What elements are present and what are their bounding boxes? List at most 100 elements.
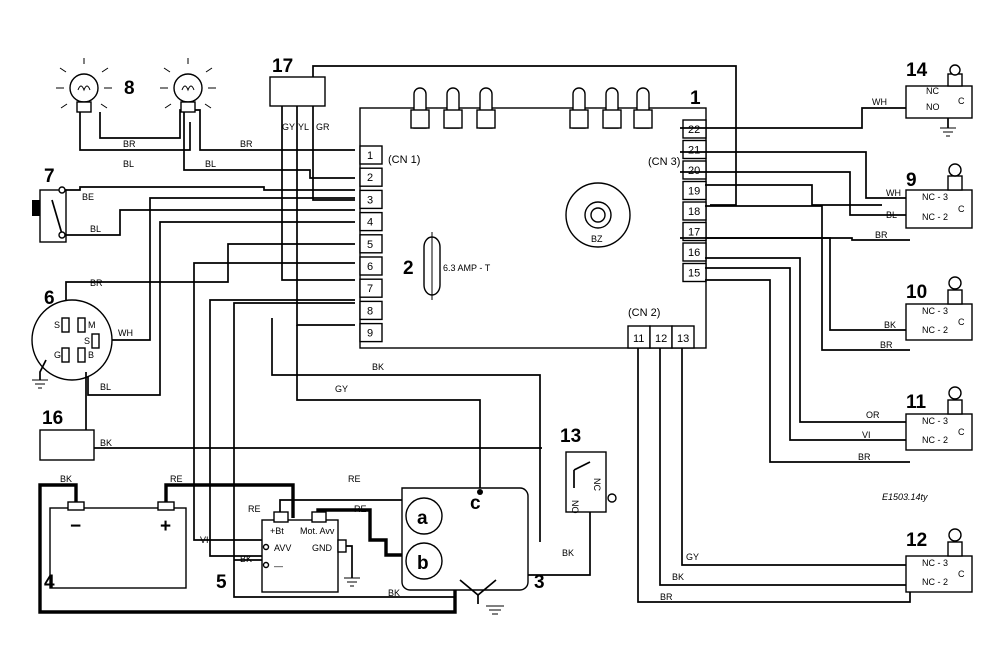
cn1-pin-label: 3 (367, 194, 373, 206)
wire-label-bk-2: BK (100, 438, 112, 448)
switch-13-number: 13 (560, 426, 581, 447)
cn2-pin-label: 12 (655, 333, 667, 345)
cn1-pin-box (359, 234, 383, 254)
wire-label-gr-17: GR (316, 122, 330, 132)
cn1-pin-label: 1 (367, 150, 373, 162)
cn1-pin-label: 7 (367, 283, 373, 295)
wire-label-bk-6: BK (562, 548, 574, 558)
wire-label-bk-8: BK (672, 572, 684, 582)
wire-label-re-2: RE (348, 474, 361, 484)
cn1-pin-box (359, 211, 383, 232)
switch-12-nc2: NC - 2 (922, 577, 948, 587)
wire-label-vi-2: VI (862, 430, 871, 440)
wire-label-re-3: RE (248, 504, 261, 514)
wire-label-bk-5: BK (388, 588, 400, 598)
fuse-number: 2 (403, 258, 414, 279)
buzzer-label: BZ (591, 234, 603, 244)
cn1-pin-label: 9 (367, 328, 373, 340)
switch-10-nc3: NC - 3 (922, 306, 948, 316)
unit-16-number: 16 (42, 408, 63, 429)
cn1-pin-box (359, 256, 383, 276)
switch-12: NC - 3 NC - 2 C 12 (905, 528, 973, 593)
cn3-pin-label: 19 (688, 186, 700, 198)
switch-13-no: NO (570, 500, 580, 514)
wire-label-br-1: BR (123, 139, 136, 149)
cn2-pin-label: 13 (677, 333, 689, 345)
cn3-pin-box (682, 160, 707, 180)
wire-label-vi-1: VI (200, 535, 209, 545)
switch-12-c: C (958, 569, 965, 579)
relay-term-bt: +Bt (270, 526, 284, 536)
wire-label-bl-2: BL (205, 159, 216, 169)
switch-14-nc: NC (926, 86, 939, 96)
lamps-number: 8 (124, 78, 135, 99)
lamps: 8 (56, 58, 216, 113)
toggle-switch: 7 (32, 166, 67, 243)
cn3-pin-box (682, 139, 707, 160)
wire-label-wh-2: WH (872, 97, 887, 107)
relay-term-avv: AVV (274, 543, 291, 553)
cn3-pin-label: 16 (688, 247, 700, 259)
wire-label-bk-1: BK (372, 362, 384, 372)
cn3-pin-box (682, 262, 707, 283)
motor-number: 3 (534, 572, 545, 593)
wire-label-br-6: BR (858, 452, 871, 462)
buzzer: BZ (565, 182, 631, 248)
switch-11-number: 11 (906, 392, 927, 413)
cn3-pin-box (682, 242, 707, 262)
cn2-pin-label: 11 (633, 333, 644, 345)
switch-13: NO NC 13 (560, 426, 617, 514)
wires (38, 65, 949, 614)
key-term-s1: S (54, 320, 60, 330)
cn3-pin-box (682, 201, 707, 221)
cn1-pin-box (359, 300, 383, 321)
switch-14-no: NO (926, 102, 940, 112)
cn1-pin-box (359, 145, 383, 165)
wire-label-bl-4: BL (100, 382, 111, 392)
switch-12-number: 12 (906, 530, 927, 551)
motor: a b c 3 (401, 487, 545, 615)
connector-17: 17 (269, 56, 326, 107)
cn3-pin-label: 18 (688, 206, 700, 218)
battery-neg: − (70, 516, 81, 537)
cn3-pin-label: 22 (688, 124, 700, 136)
key-term-m: M (88, 320, 96, 330)
connector-17-number: 17 (272, 56, 293, 77)
key-switch-number: 6 (44, 288, 55, 309)
cn3-pin-box (682, 221, 707, 242)
switch-13-nc: NC (592, 478, 602, 491)
wire-label-gy-1: GY (335, 384, 348, 394)
battery-number: 4 (44, 572, 55, 593)
wire-label-br-4: BR (875, 230, 888, 240)
cn1-pin-box (359, 322, 383, 343)
switch-14: NC NO C 14 (905, 60, 973, 137)
wire-label-bl-3: BL (90, 224, 101, 234)
wire-labels: BR BL BR BL BE BL BR WH BL GY YL GR BK G… (60, 97, 901, 602)
wire-label-bk-7: BK (884, 320, 896, 330)
wire-label-br-7: BR (660, 592, 673, 602)
cn1-pin-box (359, 167, 383, 187)
wire-label-bk-3: BK (60, 474, 72, 484)
cn1-pin-box (359, 189, 383, 210)
cn3-pin-label: 21 (688, 145, 700, 157)
key-term-g: G (54, 350, 61, 360)
lamp-right (160, 58, 216, 113)
board-relays (410, 87, 653, 129)
motor-term-c: c (470, 493, 481, 514)
cn1-pin-label: 4 (367, 217, 373, 229)
fuse-rating: 6.3 AMP - T (443, 263, 491, 273)
switch-9-nc2: NC - 2 (922, 212, 948, 222)
relay-term-neg: — (274, 561, 283, 571)
switch-11-nc2: NC - 2 (922, 435, 948, 445)
battery-pos: + (160, 516, 171, 537)
cn1-pin-label: 8 (367, 305, 373, 317)
switch-9: NC - 3 NC - 2 C 9 (905, 163, 973, 229)
cn1-pin-label: 2 (367, 172, 373, 184)
cn2-connector: 11 12 13 (627, 325, 695, 349)
cn3-pin-label: 17 (688, 227, 700, 239)
cn1-pin-label: 5 (367, 239, 373, 251)
wire-label-wh-1: WH (118, 328, 133, 338)
switch-11-c: C (958, 427, 965, 437)
wire-label-br-5: BR (880, 340, 893, 350)
switch-11-nc3: NC - 3 (922, 416, 948, 426)
